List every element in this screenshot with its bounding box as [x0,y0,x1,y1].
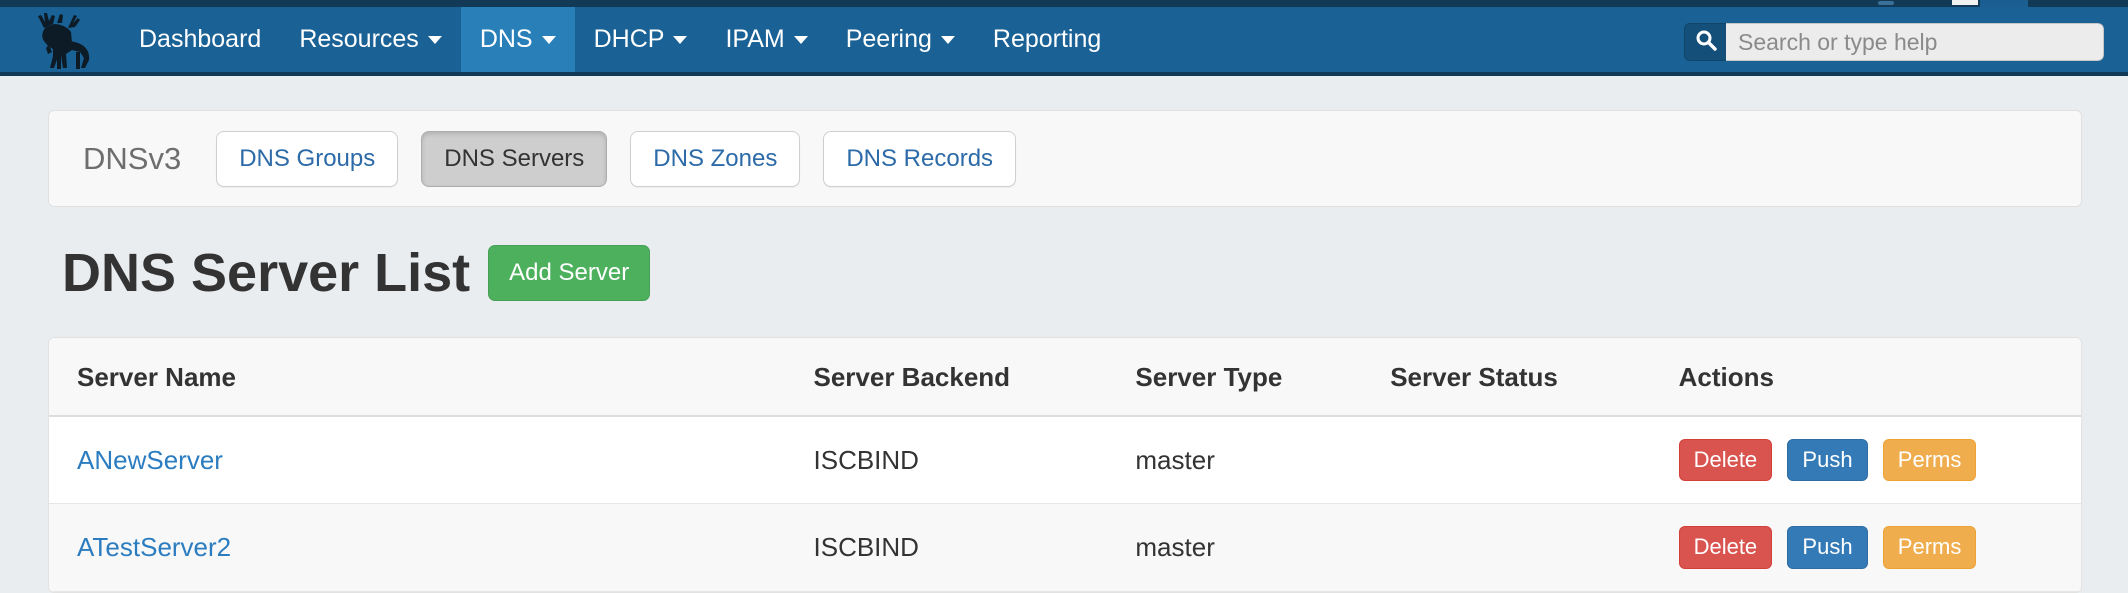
cell-server-name: ATestServer2 [49,503,814,592]
cell-server-backend: ISCBIND [813,503,1136,592]
chevron-down-icon [541,35,556,44]
nav-item-dns[interactable]: DNS [460,7,575,72]
column-header-server-type[interactable]: Server Type [1135,338,1391,417]
cell-server-type: master [1135,503,1391,592]
chevron-down-icon [427,35,442,44]
dns-server-table: Server Name Server Backend Server Type S… [49,338,2081,592]
tab-dns-records[interactable]: DNS Records [823,130,1017,187]
delete-button[interactable]: Delete [1678,439,1773,482]
perms-button[interactable]: Perms [1882,439,1977,482]
nav-item-dashboard[interactable]: Dashboard [120,7,280,72]
table-row: ATestServer2 ISCBIND master Delete Push … [49,503,2081,592]
chrome-fragment-tab [1878,1,1894,5]
nav-item-label: DNS [479,25,533,53]
page-header: DNS Server List Add Server [62,243,651,303]
server-name-link[interactable]: ATestServer2 [77,532,232,563]
nav-item-label: Peering [845,25,932,53]
cell-server-type: master [1135,416,1391,505]
server-name-link[interactable]: ANewServer [77,444,223,475]
nav-item-resources[interactable]: Resources [280,7,461,72]
push-button[interactable]: Push [1787,439,1868,482]
chevron-down-icon [793,35,808,44]
cell-actions: Delete Push Perms [1678,503,2081,592]
chrome-fragment-blue [1980,0,2028,7]
tab-dns-servers[interactable]: DNS Servers [421,130,608,187]
nav-item-peering[interactable]: Peering [827,7,974,72]
cell-server-backend: ISCBIND [813,416,1136,505]
nav-item-label: DHCP [593,25,665,53]
top-chrome-strip [0,0,2128,7]
moose-logo-icon [24,10,96,70]
search-button[interactable] [1684,23,1726,61]
chrome-fragment-light [1952,0,1978,5]
add-server-button[interactable]: Add Server [488,245,651,301]
table-header-row: Server Name Server Backend Server Type S… [49,338,2081,417]
nav-item-label: Dashboard [139,25,262,53]
brand-logo[interactable] [0,7,120,72]
dns-section-panel: DNSv3 DNS Groups DNS Servers DNS Zones D… [48,110,2082,207]
dns-server-table-card: Server Name Server Backend Server Type S… [48,337,2082,593]
search-icon [1695,29,1717,56]
nav-item-label: Reporting [992,25,1102,53]
column-header-server-status[interactable]: Server Status [1390,338,1679,417]
global-search [1684,23,2104,61]
chevron-down-icon [940,35,955,44]
table-head: Server Name Server Backend Server Type S… [49,338,2081,417]
cell-server-name: ANewServer [49,416,814,505]
nav-item-label: Resources [299,25,419,53]
page-title: DNS Server List [62,243,471,303]
delete-button[interactable]: Delete [1678,526,1773,569]
main-nav: Dashboard Resources DNS DHCP IPAM Peerin… [120,7,1120,72]
top-navbar: Dashboard Resources DNS DHCP IPAM Peerin… [0,7,2128,76]
chevron-down-icon [673,35,688,44]
table-row: ANewServer ISCBIND master Delete Push Pe… [49,416,2081,505]
column-header-server-name[interactable]: Server Name [49,338,814,417]
perms-button[interactable]: Perms [1882,526,1977,569]
cell-server-status [1390,503,1679,592]
push-button[interactable]: Push [1787,526,1868,569]
nav-item-label: IPAM [725,25,785,53]
panel-label: DNSv3 [83,140,182,176]
table-body: ANewServer ISCBIND master Delete Push Pe… [49,416,2081,592]
nav-item-dhcp[interactable]: DHCP [575,7,707,72]
nav-item-ipam[interactable]: IPAM [706,7,826,72]
cell-server-status [1390,416,1679,505]
column-header-server-backend[interactable]: Server Backend [813,338,1136,417]
search-input[interactable] [1726,23,2104,61]
cell-actions: Delete Push Perms [1678,416,2081,505]
nav-item-reporting[interactable]: Reporting [974,7,1120,72]
tab-dns-zones[interactable]: DNS Zones [630,130,801,187]
column-header-actions: Actions [1678,338,2081,417]
tab-dns-groups[interactable]: DNS Groups [216,130,399,187]
